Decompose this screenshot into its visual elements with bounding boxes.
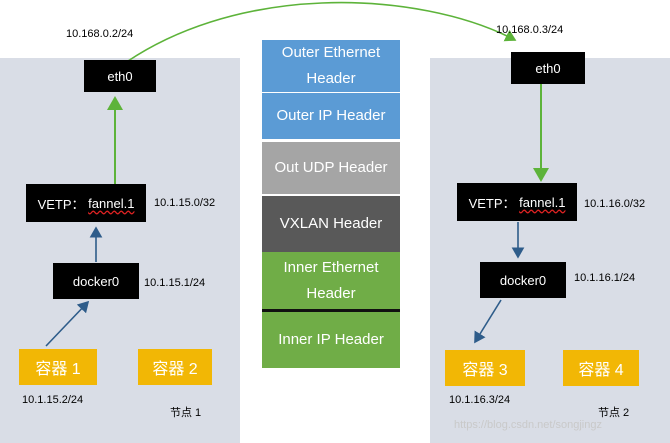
right-vtep-ip: 10.1.16.0/32 (584, 198, 646, 210)
outer-ip-layer: Outer IP Header (262, 93, 400, 139)
inner-ethernet-layer: Inner Ethernet Header (262, 252, 400, 312)
right-docker0-ip: 10.1.16.1/24 (574, 272, 636, 284)
left-docker0-label: docker0 (72, 273, 120, 289)
right-node-label: 节点 2 (598, 407, 630, 419)
left-vtep-prefix: VETP： (37, 196, 85, 212)
left-vtep-ip: 10.1.15.0/32 (154, 197, 216, 209)
right-eth0-label: eth0 (535, 60, 561, 76)
right-docker0-box: docker0 (480, 262, 566, 298)
right-container-ip: 10.1.16.3/24 (449, 394, 511, 406)
right-eth0-box: eth0 (511, 52, 585, 84)
watermark: https://blog.csdn.net/songjingz (454, 419, 602, 431)
tunnel-arc-arrow (109, 1, 517, 75)
container-1: 容器 1 (19, 349, 97, 385)
right-vtep-box: VETP： fannel.1 (457, 183, 577, 221)
left-vtep-box: VETP： fannel.1 (26, 184, 146, 222)
right-vtep-prefix: VETP： (468, 195, 516, 211)
vxlan-layer: VXLAN Header (262, 196, 400, 252)
vxlan-packet-stack: Outer Ethernet Header Outer IP Header Ou… (262, 40, 400, 368)
left-node-label: 节点 1 (170, 407, 202, 419)
left-eth0-box: eth0 (84, 60, 156, 92)
container-2: 容器 2 (138, 349, 212, 385)
left-node-ip: 10.168.0.2/24 (66, 28, 134, 40)
container-4: 容器 4 (563, 350, 639, 386)
right-vtep-name: fannel.1 (519, 194, 566, 210)
left-docker0-box: docker0 (53, 263, 139, 299)
left-container-ip: 10.1.15.2/24 (22, 394, 84, 406)
left-container-to-docker-arrow (45, 300, 90, 347)
left-vtep-name: fannel.1 (88, 195, 135, 211)
inner-ip-layer: Inner IP Header (262, 312, 400, 368)
right-docker-to-container-arrow (474, 299, 502, 344)
right-node-ip: 10.168.0.3/24 (496, 24, 564, 36)
container-3: 容器 3 (445, 350, 525, 386)
left-eth0-label: eth0 (107, 68, 133, 84)
right-docker0-label: docker0 (499, 272, 547, 288)
outer-ethernet-layer: Outer Ethernet Header (262, 40, 400, 92)
udp-layer: Out UDP Header (262, 142, 400, 194)
left-docker0-ip: 10.1.15.1/24 (144, 277, 206, 289)
